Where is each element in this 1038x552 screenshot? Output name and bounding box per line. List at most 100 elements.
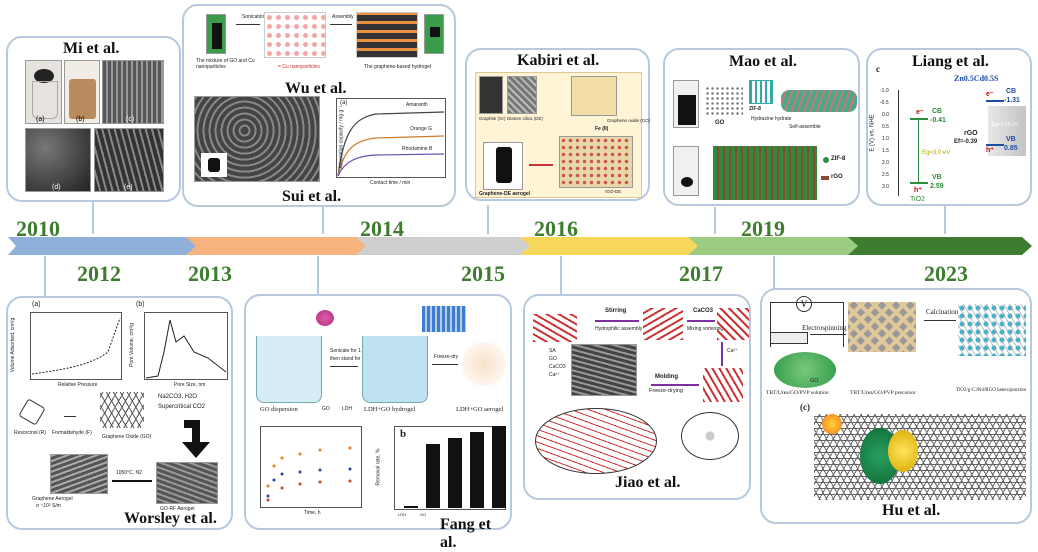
kabiri-label-go: Graphene oxide (GO): [607, 118, 651, 123]
worsley-big-arrow: [182, 420, 210, 458]
fang-kinetics-chart: [260, 426, 362, 508]
liang-zcs-cb-bar: [986, 100, 1004, 102]
author-sui: Sui et al.: [282, 188, 342, 205]
mao-legend-zif8-dot: [823, 157, 829, 163]
author-liang: Liang et al.: [912, 53, 989, 70]
liang-yaxis-label: E (V) vs. NHE: [869, 114, 876, 152]
kabiri-label-fe: Fe (II): [595, 126, 609, 132]
worsley-ylabel-a: Volume Adsorbed, cm³/g: [10, 317, 17, 373]
wu-arrow-1: [236, 24, 260, 25]
connector-kabiri: [487, 205, 489, 234]
hu-arrow-2: [924, 320, 956, 321]
kabiri-assembly: [559, 136, 633, 188]
mao-zif8-crystal: [749, 80, 773, 104]
hu-yellow-particle: [888, 430, 918, 472]
sui-series-orangeg-label: Orange G: [410, 126, 432, 132]
year-2015: 2015: [461, 261, 505, 286]
sui-series-orangeg: [337, 135, 445, 177]
author-fang: Fang et al.: [440, 516, 492, 551]
connector-hu: [773, 256, 775, 290]
worsley-pore-svg: [145, 319, 227, 379]
jiao-network-4: [703, 368, 743, 402]
liang-tick-1: -0.5: [880, 100, 889, 106]
liang-ef: Ef=-0.39: [954, 139, 978, 145]
jiao-arrow-3: [651, 384, 699, 386]
mao-legend-rgo: rGO: [831, 174, 843, 180]
fang-bar-label-0: LDH: [398, 512, 407, 517]
year-2010: 2010: [16, 216, 60, 241]
worsley-formaldehyde-label: Formaldehyde (F): [52, 430, 92, 436]
worsley-reagent-1: Na2CO3, H2O: [158, 394, 198, 400]
wu-vial-1: [206, 14, 226, 54]
connector-worsley: [44, 256, 46, 296]
jiao-step-mixing: Mixing vortexing: [687, 326, 724, 332]
liang-tio2-cb: CB: [932, 108, 943, 115]
sui-sem-image: [194, 96, 320, 182]
hu-label-solution: TBT/Urea/GO/PVP solution: [766, 390, 829, 396]
fang-chart-panel: b: [400, 428, 407, 440]
jiao-step-ca-ion: Ca²⁺: [727, 348, 738, 354]
sui-ylabel: Adsorption capacity / mg g⁻¹: [338, 105, 345, 169]
hu-panel-c: (c): [800, 402, 810, 412]
timeline-segment-2016: [520, 237, 702, 255]
liang-compound: Zn0.5Cd0.5S: [954, 74, 999, 83]
fang-beaker-2: [362, 336, 428, 403]
worsley-resorcinol-structure: [18, 398, 46, 426]
kabiri-label-de: Diatom silica (DE): [507, 116, 544, 121]
hu-syringe: [770, 332, 808, 344]
fang-removal-bars: [404, 426, 506, 508]
liang-tio2-vb-val: 2.59: [930, 183, 944, 190]
liang-tio2-cb-val: -0.41: [930, 117, 946, 124]
jiao-network-2: [643, 308, 683, 340]
liang-zcs-vb-val: 0.85: [1004, 145, 1018, 152]
hu-label-precursor: TBT/Urea/GO/PVP precursor: [850, 390, 916, 396]
jiao-arrow-2: [687, 320, 715, 322]
worsley-pore-chart: [144, 312, 228, 380]
liang-tick-4: 1.0: [882, 136, 889, 142]
jiao-legend-caco3: CaCO3: [549, 364, 566, 370]
mao-rgo-fiber: [781, 90, 857, 112]
timeline-segment-2010: [8, 237, 224, 255]
liang-tio2-h: h⁺: [914, 187, 922, 194]
fang-label-ldh: LDH: [342, 406, 353, 412]
mi-label-a: (a): [36, 116, 45, 123]
hu-heterojunction: [958, 304, 1026, 356]
jiao-legend-sa: SA: [549, 348, 556, 354]
liang-tio2-vb: VB: [932, 174, 942, 181]
fang-xlabel: Time, h: [304, 510, 321, 516]
hu-graphene-sheet: [814, 414, 1026, 500]
year-2016: 2016: [534, 216, 578, 241]
worsley-gorf-label: GO-RF Aerogel: [160, 506, 195, 512]
author-hu: Hu et al.: [882, 502, 941, 519]
liang-zcs-cb: CB: [1006, 88, 1017, 95]
wu-vial-2: [424, 14, 444, 54]
connector-fang: [317, 256, 319, 294]
worsley-panel-b: (b): [136, 301, 145, 308]
mi-sem-c: [102, 60, 164, 124]
liang-tio2-name: TiO2: [910, 196, 925, 203]
fang-structure: [422, 306, 466, 332]
liang-zcs-h: h⁺: [986, 147, 994, 154]
jiao-step-hydrophilic: Hydrophilic assembly: [595, 326, 643, 332]
fang-kinetics-series-orange: [266, 446, 352, 488]
year-2014: 2014: [360, 216, 404, 241]
wu-sub2: The graphene-based hydrogel: [364, 64, 431, 70]
card-wu-sui: Sonication Assembly The mixture of GO an…: [182, 4, 456, 207]
kabiri-aerogel: [483, 142, 523, 190]
author-kabiri: Kabiri et al.: [517, 52, 600, 69]
card-mao: Mao et al. GO ZIF-8 Hydrazine hydrate Se…: [663, 48, 860, 206]
fang-aerogel: [462, 342, 506, 386]
liang-tick-0: -1.0: [880, 88, 889, 94]
liang-tick-6: 2.0: [882, 160, 889, 166]
hu-voltage-icon: V: [796, 296, 812, 312]
hu-step-electrospinning: Electrospinning: [802, 324, 847, 332]
fang-pink-ldh: [316, 310, 334, 326]
sui-series-amaranth-label: Amaranth: [406, 102, 428, 108]
worsley-sigma: σ ~10² S/m: [36, 503, 61, 509]
worsley-formaldehyde-structure: [64, 406, 76, 417]
hu-step-calcination: Calcination: [926, 308, 959, 316]
worsley-ylabel-b: Pore Volume, cm³/g: [128, 323, 135, 367]
worsley-go-label: Graphene Oxide (GO): [102, 434, 152, 440]
card-jiao: Stirring Hydrophilic assembly CaCO3 Mixi…: [523, 294, 751, 500]
jiao-step-molding: Molding: [655, 374, 678, 380]
